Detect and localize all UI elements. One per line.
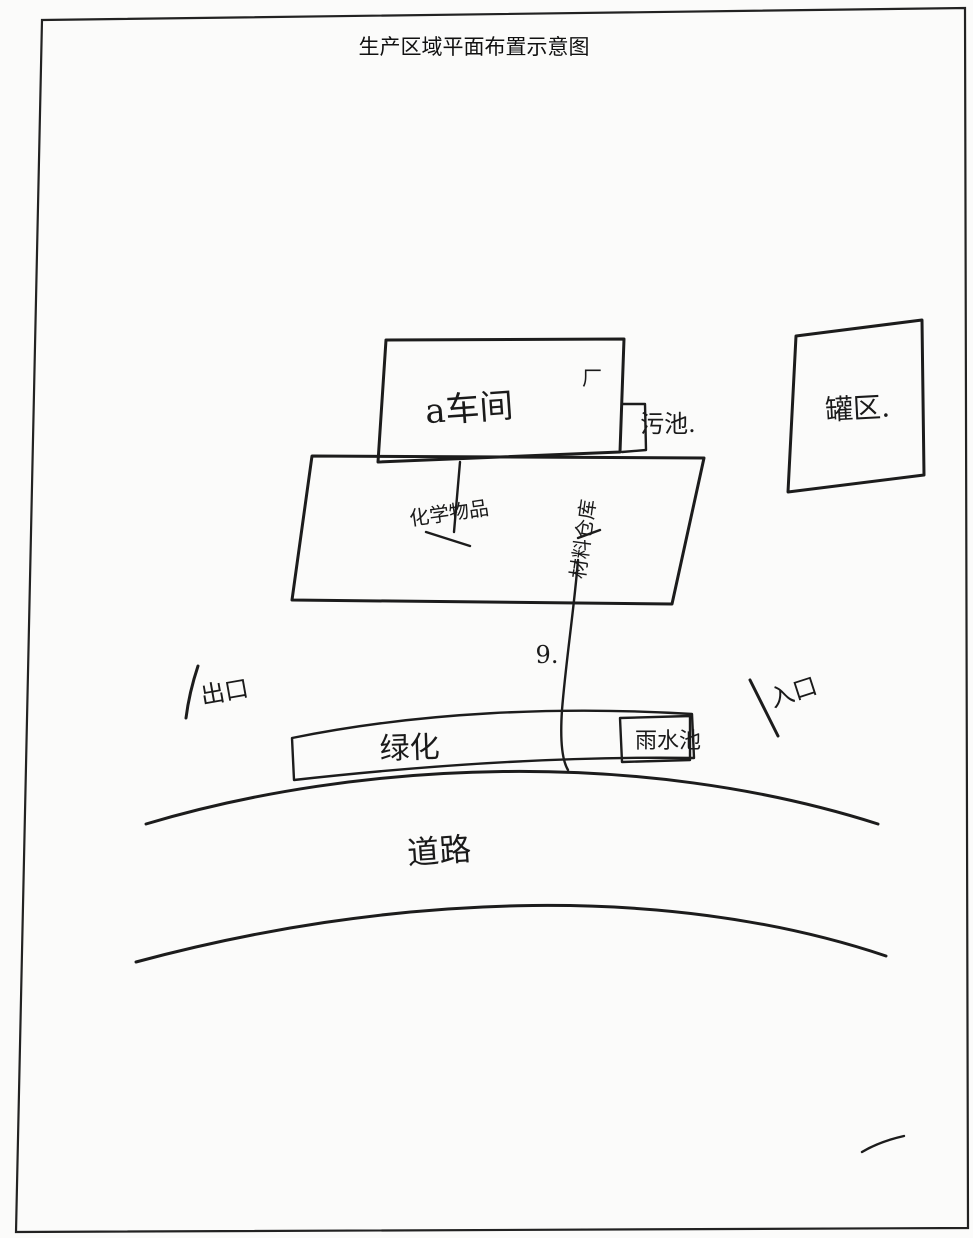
page-border	[14, 6, 970, 1234]
road-edge-bottom	[134, 903, 888, 964]
warehouse-mark-left	[424, 530, 472, 548]
workshop-label: a车间	[424, 386, 515, 432]
stray-mark	[860, 1134, 906, 1154]
warehouse-building	[290, 454, 706, 606]
rain-pool-label: 雨水池	[635, 729, 701, 754]
entrance-label: 入口	[766, 672, 820, 713]
sewage-pool	[620, 402, 648, 454]
workshop-tag: 厂	[582, 366, 602, 390]
warehouse-right-label: 材料仓库	[566, 498, 601, 581]
entrance-arrow	[748, 678, 780, 738]
workshop-building	[376, 337, 626, 464]
road-label: 道路	[406, 830, 473, 872]
exit-arrow	[184, 664, 200, 720]
sewage-pool-label: 污池.	[640, 410, 696, 438]
diagram-title: 生产区域平面布置示意图	[359, 35, 590, 59]
road-edge-top	[144, 769, 880, 826]
greenbelt-label: 绿化	[379, 730, 440, 767]
rain-pool	[618, 714, 692, 764]
tank-area-label: 罐区.	[824, 390, 891, 426]
warehouse-mark-right	[576, 528, 602, 540]
tank-area	[786, 318, 926, 494]
warehouse-left-label: 化学物品	[408, 496, 491, 531]
greenbelt-strip	[290, 709, 696, 782]
distance-label: 9.	[536, 641, 559, 669]
distance-line	[560, 558, 580, 772]
warehouse-divider	[452, 460, 462, 534]
exit-label: 出口	[199, 674, 251, 710]
